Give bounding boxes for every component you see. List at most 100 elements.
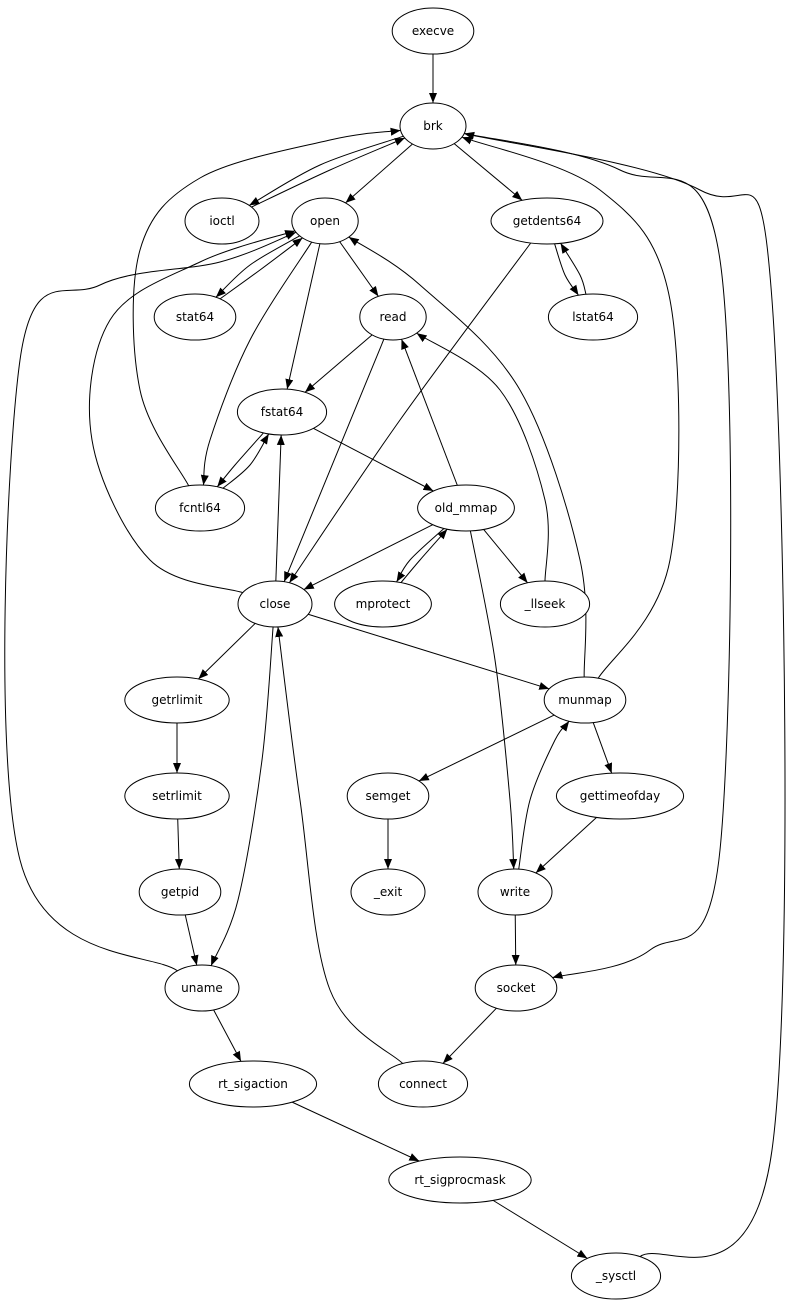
node-label: setrlimit xyxy=(152,789,202,803)
node-close: close xyxy=(237,580,313,628)
node-ellipse xyxy=(388,1156,532,1204)
nodes: execve brk ioctl open getdents64 stat64 read ls… xyxy=(124,7,685,1300)
edge-munmap-to-gettimeofday xyxy=(592,722,613,774)
edge-getdents64-to-lstat64 xyxy=(554,243,579,296)
edge-write-to-munmap xyxy=(518,720,570,870)
node-ioctl: ioctl xyxy=(184,197,260,245)
node-ellipse xyxy=(570,1252,662,1300)
node-_llseek: _llseek xyxy=(499,580,591,628)
edge-close-to-munmap xyxy=(307,613,550,690)
node-ellipse xyxy=(477,868,553,916)
node-write: write xyxy=(477,868,553,916)
edge-close-to-fstat64 xyxy=(275,434,285,582)
edge-old_mmap-to-close xyxy=(303,524,433,590)
edge-brk-to-socket xyxy=(464,132,732,979)
node-label: read xyxy=(379,310,406,324)
edge-old_mmap-to-mprotect xyxy=(396,528,445,583)
node-gettimeofday: gettimeofday xyxy=(555,772,685,820)
node-setrlimit: setrlimit xyxy=(124,772,230,820)
edge-socket-to-connect xyxy=(442,1007,497,1064)
edge-open-to-stat64 xyxy=(215,235,300,298)
node-ellipse xyxy=(399,102,467,150)
node-stat64: stat64 xyxy=(153,293,237,341)
edge-close-to-open xyxy=(88,230,296,594)
edge-lstat64-to-getdents64 xyxy=(560,243,587,295)
edge-fstat64-to-fcntl64 xyxy=(216,432,264,488)
node-label: open xyxy=(310,214,340,228)
node-ellipse xyxy=(543,676,627,724)
edge-fcntl64-to-brk xyxy=(132,127,401,486)
node-ellipse xyxy=(124,772,230,820)
node-ellipse xyxy=(555,772,685,820)
node-label: socket xyxy=(497,981,536,995)
node-ellipse xyxy=(417,484,515,532)
node-label: old_mmap xyxy=(435,501,498,515)
node-fstat64: fstat64 xyxy=(236,388,328,436)
node-ellipse xyxy=(547,293,639,341)
edge-open-to-fcntl64 xyxy=(200,241,313,486)
edge-read-to-fstat64 xyxy=(304,334,373,393)
node-lstat64: lstat64 xyxy=(547,293,639,341)
node-label: rt_sigprocmask xyxy=(414,1173,505,1187)
node-ellipse xyxy=(188,1060,318,1108)
node-getdents64: getdents64 xyxy=(490,197,604,245)
edge-munmap-to-brk xyxy=(461,136,680,679)
node-ellipse xyxy=(291,197,359,245)
node-execve: execve xyxy=(391,7,475,55)
node-open: open xyxy=(291,197,359,245)
edge-read-to-close xyxy=(283,338,385,582)
node-old_mmap: old_mmap xyxy=(417,484,515,532)
node-label: munmap xyxy=(558,693,612,707)
node-ellipse xyxy=(350,868,426,916)
edge-write-to-socket xyxy=(511,914,520,966)
node-connect: connect xyxy=(377,1060,469,1108)
edge-brk-to-ioctl xyxy=(248,135,404,206)
edge-rt_sigprocmask-to-_sysctl xyxy=(492,1199,588,1259)
edge-fstat64-to-old_mmap xyxy=(313,427,434,492)
node-socket: socket xyxy=(474,964,558,1012)
edge-setrlimit-to-getpid xyxy=(174,818,183,870)
edges xyxy=(4,54,786,1259)
node-_sysctl: _sysctl xyxy=(570,1252,662,1300)
node-ellipse xyxy=(334,580,432,628)
node-label: fcntl64 xyxy=(179,501,221,515)
node-ellipse xyxy=(153,293,237,341)
node-ellipse xyxy=(499,580,591,628)
edge-open-to-read xyxy=(339,241,379,297)
node-ellipse xyxy=(474,964,558,1012)
node-label: brk xyxy=(423,119,443,133)
node-label: execve xyxy=(412,24,454,38)
node-label: _sysctl xyxy=(595,1269,636,1283)
node-_exit: _exit xyxy=(350,868,426,916)
edge-fcntl64-to-fstat64 xyxy=(222,433,270,489)
edge-close-to-uname xyxy=(210,626,274,966)
node-fcntl64: fcntl64 xyxy=(154,484,246,532)
node-label: ioctl xyxy=(209,214,234,228)
node-ellipse xyxy=(346,772,430,820)
node-label: stat64 xyxy=(176,310,214,324)
node-label: getpid xyxy=(161,885,199,899)
node-ellipse xyxy=(138,868,222,916)
node-munmap: munmap xyxy=(543,676,627,724)
node-rt_sigaction: rt_sigaction xyxy=(188,1060,318,1108)
node-semget: semget xyxy=(346,772,430,820)
node-label: write xyxy=(500,885,530,899)
node-label: fstat64 xyxy=(261,405,304,419)
node-label: lstat64 xyxy=(572,310,614,324)
node-label: rt_sigaction xyxy=(218,1077,288,1091)
edge-_llseek-to-read xyxy=(416,332,549,582)
edge-connect-to-close xyxy=(275,626,404,1064)
node-ellipse xyxy=(391,7,475,55)
node-label: semget xyxy=(365,789,410,803)
node-ellipse xyxy=(154,484,246,532)
node-ellipse xyxy=(237,580,313,628)
node-ellipse xyxy=(377,1060,469,1108)
edge-getpid-to-uname xyxy=(184,914,199,966)
edge-gettimeofday-to-write xyxy=(535,817,597,874)
edge-getdents64-to-close xyxy=(288,242,532,584)
edge-munmap-to-semget xyxy=(418,714,555,782)
node-brk: brk xyxy=(399,102,467,150)
node-read: read xyxy=(359,293,427,341)
node-label: gettimeofday xyxy=(580,789,660,803)
